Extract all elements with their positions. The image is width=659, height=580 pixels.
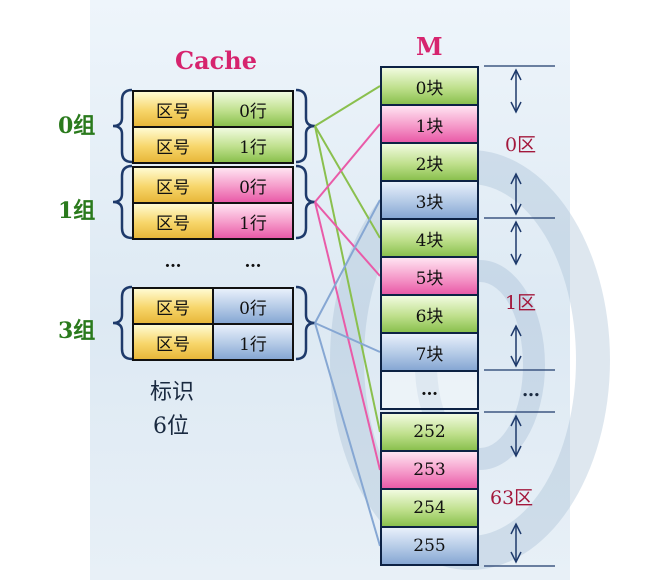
mapping-line: [314, 123, 381, 203]
memory-block: 2块: [380, 142, 479, 182]
group-label-0: 0组: [58, 113, 96, 139]
memory-block: 5块: [380, 256, 479, 296]
cache-ellipsis: …: [164, 252, 182, 272]
memory-block: 1块: [380, 104, 479, 144]
group-brace-left: [112, 88, 133, 164]
cache-line-cell: 0行: [212, 90, 294, 128]
group-brace-right: [295, 164, 316, 240]
memory-block: 253: [380, 450, 479, 490]
zone-arrow-head: [510, 68, 522, 81]
memory-block: 6块: [380, 294, 479, 334]
mapping-line: [314, 125, 381, 433]
memory-ellipsis: …: [380, 370, 479, 410]
cache-line-cell: 1行: [212, 323, 294, 361]
zone-arrow-head: [510, 253, 522, 266]
cache-tag-cell: 区号: [132, 287, 214, 325]
zone-label-63: 63区: [490, 487, 534, 509]
mapping-line: [314, 201, 381, 277]
mapping-line: [314, 199, 381, 324]
cache-ellipsis: …: [244, 252, 262, 272]
group-brace-right: [295, 285, 316, 361]
tag-caption-line2: 6位: [153, 414, 189, 439]
group-label-3: 3组: [58, 318, 96, 344]
group-label-1: 1组: [58, 198, 96, 224]
memory-block: 0块: [380, 66, 479, 106]
zone-label-0: 0区: [505, 134, 537, 156]
group-brace-right: [295, 88, 316, 164]
memory-block: 3块: [380, 180, 479, 220]
zone-label-1: 1区: [505, 292, 537, 314]
memory-block: 252: [380, 412, 479, 452]
zone-arrow-head: [510, 172, 522, 185]
zone-arrow-head: [510, 324, 522, 337]
memory-block: 255: [380, 526, 479, 566]
group-brace-left: [112, 285, 133, 361]
zone-arrow-head: [510, 355, 522, 368]
cache-tag-cell: 区号: [132, 90, 214, 128]
zone-arrow-head: [510, 551, 522, 564]
zone-arrow-head: [510, 414, 522, 427]
cache-line-cell: 1行: [212, 202, 294, 240]
tag-caption-line1: 标识: [150, 380, 195, 405]
mapping-line: [314, 125, 381, 239]
zone-arrow-head: [510, 445, 522, 458]
mapping-line: [314, 85, 381, 127]
cache-tag-cell: 区号: [132, 126, 214, 164]
memory-block: 254: [380, 488, 479, 528]
cache-line-cell: 0行: [212, 287, 294, 325]
cache-tag-cell: 区号: [132, 202, 214, 240]
zone-arrow-head: [510, 101, 522, 114]
memory-block: 7块: [380, 332, 479, 372]
mapping-line: [314, 322, 381, 547]
memory-block: 4块: [380, 218, 479, 258]
cache-line-cell: 1行: [212, 126, 294, 164]
zone-ellipsis: …: [522, 380, 540, 401]
cache-tag-cell: 区号: [132, 323, 214, 361]
zone-arrow-head: [510, 220, 522, 233]
zone-arrow-head: [510, 203, 522, 216]
cache-line-cell: 0行: [212, 166, 294, 204]
cache-tag-cell: 区号: [132, 166, 214, 204]
cache-title: Cache: [175, 46, 257, 75]
memory-title: M: [416, 32, 443, 61]
group-brace-left: [112, 164, 133, 240]
zone-arrow-head: [510, 522, 522, 535]
mapping-line: [314, 322, 381, 353]
mapping-line: [314, 201, 381, 471]
